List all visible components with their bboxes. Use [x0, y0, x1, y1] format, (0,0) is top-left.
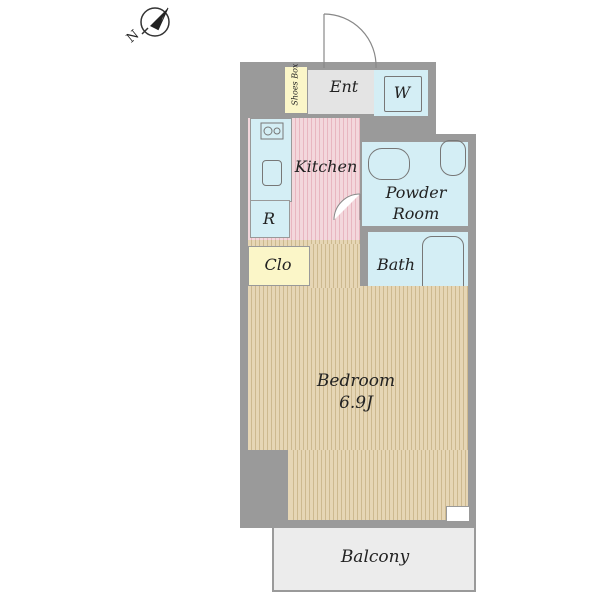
- bedroom-floor-upper: [310, 244, 360, 288]
- compass-icon: [140, 7, 170, 37]
- balcony-frame: [272, 528, 476, 592]
- bath-label: Bath: [376, 255, 416, 274]
- bedroom-floor: [248, 240, 360, 246]
- powder-room-label-line1: Powder: [385, 183, 447, 202]
- washbasin-icon: [368, 148, 410, 180]
- shoes-box-label: Shoes Box: [290, 63, 300, 106]
- compass: N: [120, 0, 190, 55]
- bedroom-corner-box: [446, 506, 470, 522]
- entrance-door[interactable]: [322, 12, 378, 70]
- wall-notch: [436, 62, 476, 134]
- bedroom-size: 6.9J: [339, 393, 373, 413]
- bedroom-left-wall: [240, 450, 288, 528]
- shoes-box: [284, 66, 308, 114]
- closet: [248, 246, 310, 286]
- toilet-icon: [440, 140, 466, 176]
- powder-room-door[interactable]: [332, 192, 362, 222]
- balcony-label: Balcony: [340, 547, 410, 567]
- washer-box: [384, 76, 422, 112]
- sink-icon: [262, 160, 282, 186]
- washer-label: W: [393, 83, 411, 102]
- powder-room-label-line2: Room: [392, 204, 440, 223]
- washer-area: [374, 70, 428, 116]
- stove-icon: [260, 122, 284, 140]
- wall-notch-edge-2: [428, 134, 476, 142]
- closet-label: Clo: [264, 255, 292, 274]
- refrigerator-label: R: [262, 209, 276, 228]
- kitchen-label: Kitchen: [294, 157, 358, 176]
- powder-room-upper: [436, 142, 468, 152]
- bedroom-label: Bedroom: [316, 371, 396, 391]
- entrance-label: Ent: [329, 77, 359, 96]
- wall-notch-edge: [428, 62, 436, 142]
- entrance-floor: [308, 70, 374, 114]
- refrigerator: [250, 200, 290, 238]
- bedroom-floor-lower: [290, 450, 468, 520]
